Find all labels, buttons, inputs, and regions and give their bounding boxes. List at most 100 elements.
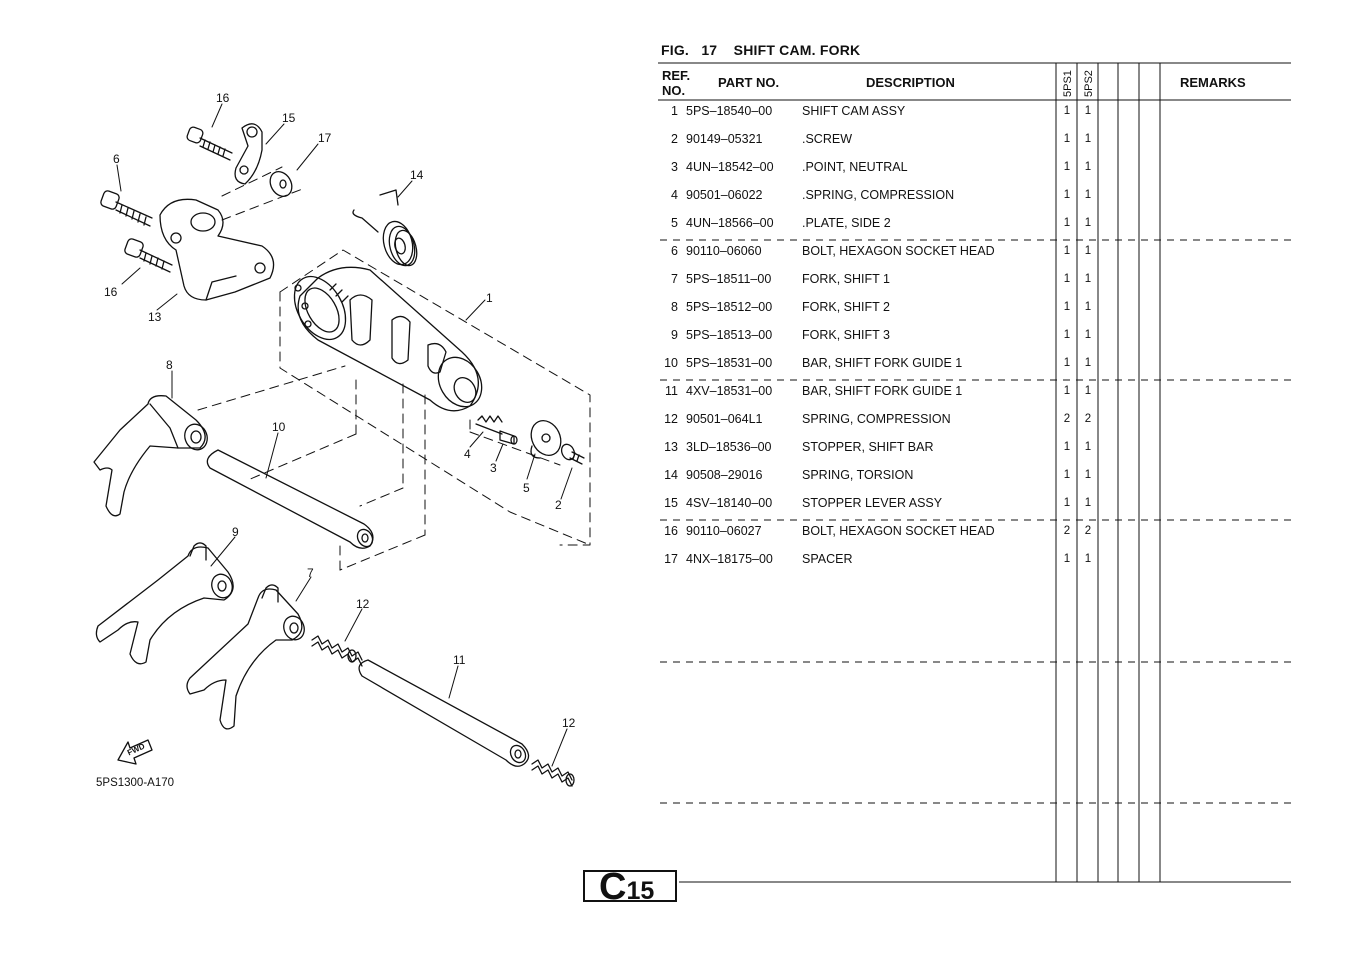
callout-11: 11 xyxy=(453,653,466,667)
row-ref-no: 10 xyxy=(664,356,678,370)
bolt-6 xyxy=(100,190,153,227)
callout-12-upper: 12 xyxy=(356,597,370,611)
row-qty-5ps2: 1 xyxy=(1084,469,1092,481)
row-description: SPRING, COMPRESSION xyxy=(802,412,951,426)
row-description: .PLATE, SIDE 2 xyxy=(802,216,891,230)
figure-label: FIG. xyxy=(661,42,690,58)
side-plate-5 xyxy=(530,419,562,459)
row-ref-no: 7 xyxy=(671,272,678,286)
row-qty-5ps2: 1 xyxy=(1084,189,1092,201)
row-part-no: 4NX–18175–00 xyxy=(686,552,773,566)
row-qty-5ps2: 1 xyxy=(1084,133,1092,145)
exploded-diagram xyxy=(93,103,591,787)
row-qty-5ps2: 1 xyxy=(1084,357,1092,369)
row-qty-5ps2: 1 xyxy=(1084,105,1092,117)
fwd-arrow-icon xyxy=(117,739,153,765)
callout-8: 8 xyxy=(166,358,173,372)
row-qty-5ps1: 1 xyxy=(1063,217,1071,229)
header-part-no: PART NO. xyxy=(718,75,780,90)
callout-17: 17 xyxy=(318,131,332,145)
header-ref-line1: REF. xyxy=(662,68,691,83)
row-qty-5ps1: 1 xyxy=(1063,357,1071,369)
bolt-16-top xyxy=(186,126,233,161)
spring-12-lower xyxy=(531,759,575,787)
header-ref-line2: NO. xyxy=(662,83,686,98)
row-qty-5ps1: 1 xyxy=(1063,301,1071,313)
row-qty-5ps1: 1 xyxy=(1063,161,1071,173)
callout-13: 13 xyxy=(148,310,162,324)
stopper-lever-15 xyxy=(234,123,263,185)
callout-15: 15 xyxy=(282,111,296,125)
row-part-no: 4XV–18531–00 xyxy=(686,384,773,398)
row-part-no: 5PS–18513–00 xyxy=(686,328,773,342)
row-part-no: 90149–05321 xyxy=(686,132,763,146)
row-description: BAR, SHIFT FORK GUIDE 1 xyxy=(802,384,963,398)
row-ref-no: 17 xyxy=(664,552,678,566)
row-ref-no: 13 xyxy=(664,440,678,454)
row-part-no: 4SV–18140–00 xyxy=(686,496,773,510)
row-qty-5ps1: 1 xyxy=(1063,245,1071,257)
row-part-no: 5PS–18511–00 xyxy=(686,272,772,286)
row-part-no: 4UN–18566–00 xyxy=(686,216,774,230)
spring-12-upper xyxy=(311,635,363,667)
row-description: BOLT, HEXAGON SOCKET HEAD xyxy=(802,244,995,258)
row-part-no: 5PS–18512–00 xyxy=(686,300,773,314)
row-qty-5ps2: 1 xyxy=(1084,301,1092,313)
row-description: SPACER xyxy=(802,552,853,566)
row-qty-5ps1: 1 xyxy=(1063,133,1071,145)
figure-number: 17 xyxy=(701,42,718,58)
callout-1: 1 xyxy=(486,291,493,305)
torsion-spring-14 xyxy=(352,189,418,267)
callout-14: 14 xyxy=(410,168,424,182)
row-description: FORK, SHIFT 3 xyxy=(802,328,890,342)
row-ref-no: 5 xyxy=(671,216,678,230)
row-ref-no: 15 xyxy=(664,496,678,510)
row-qty-5ps1: 1 xyxy=(1063,385,1071,397)
header-model-5ps2: 5PS2 xyxy=(1083,70,1095,97)
callout-2: 2 xyxy=(555,498,562,512)
row-ref-no: 6 xyxy=(671,244,678,258)
row-part-no: 4UN–18542–00 xyxy=(686,160,774,174)
row-qty-5ps2: 1 xyxy=(1084,273,1092,285)
row-qty-5ps1: 1 xyxy=(1063,329,1071,341)
row-description: FORK, SHIFT 1 xyxy=(802,272,890,286)
guide-bar-10 xyxy=(206,449,374,549)
header-model-5ps1: 5PS1 xyxy=(1062,70,1074,97)
row-description: STOPPER, SHIFT BAR xyxy=(802,440,934,454)
row-qty-5ps2: 1 xyxy=(1084,161,1092,173)
callout-3: 3 xyxy=(490,461,497,475)
row-qty-5ps1: 2 xyxy=(1063,413,1071,425)
row-qty-5ps1: 1 xyxy=(1063,189,1071,201)
row-description: FORK, SHIFT 2 xyxy=(802,300,890,314)
row-description: SHIFT CAM ASSY xyxy=(802,104,906,118)
row-part-no: 90501–06022 xyxy=(686,188,763,202)
callout-6: 6 xyxy=(113,152,120,166)
spacer-17 xyxy=(269,171,293,197)
row-description: SPRING, TORSION xyxy=(802,468,914,482)
header-remarks: REMARKS xyxy=(1180,75,1246,90)
row-qty-5ps2: 1 xyxy=(1084,217,1092,229)
figure-name: SHIFT CAM. FORK xyxy=(733,42,861,58)
row-part-no: 90501–064L1 xyxy=(686,412,763,426)
row-qty-5ps2: 1 xyxy=(1084,497,1092,509)
row-qty-5ps2: 1 xyxy=(1084,441,1092,453)
callout-7: 7 xyxy=(307,566,314,580)
screw-2 xyxy=(560,443,585,465)
row-part-no: 5PS–18531–00 xyxy=(686,356,773,370)
row-ref-no: 4 xyxy=(671,188,678,202)
stopper-13 xyxy=(159,198,275,301)
row-qty-5ps2: 1 xyxy=(1084,245,1092,257)
row-description: BAR, SHIFT FORK GUIDE 1 xyxy=(802,356,963,370)
row-description: .SCREW xyxy=(802,132,852,146)
page-number: 15 xyxy=(626,877,655,905)
row-description: .SPRING, COMPRESSION xyxy=(802,188,955,202)
row-qty-5ps1: 2 xyxy=(1063,525,1071,537)
shift-fork-9 xyxy=(95,542,234,665)
row-ref-no: 12 xyxy=(664,412,678,426)
row-ref-no: 2 xyxy=(671,132,678,146)
row-description: STOPPER LEVER ASSY xyxy=(802,496,943,510)
callout-4: 4 xyxy=(464,447,471,461)
row-qty-5ps1: 1 xyxy=(1063,273,1071,285)
shift-cam-drum-1 xyxy=(293,266,483,412)
header-ref-no: REF. NO. xyxy=(662,68,690,98)
